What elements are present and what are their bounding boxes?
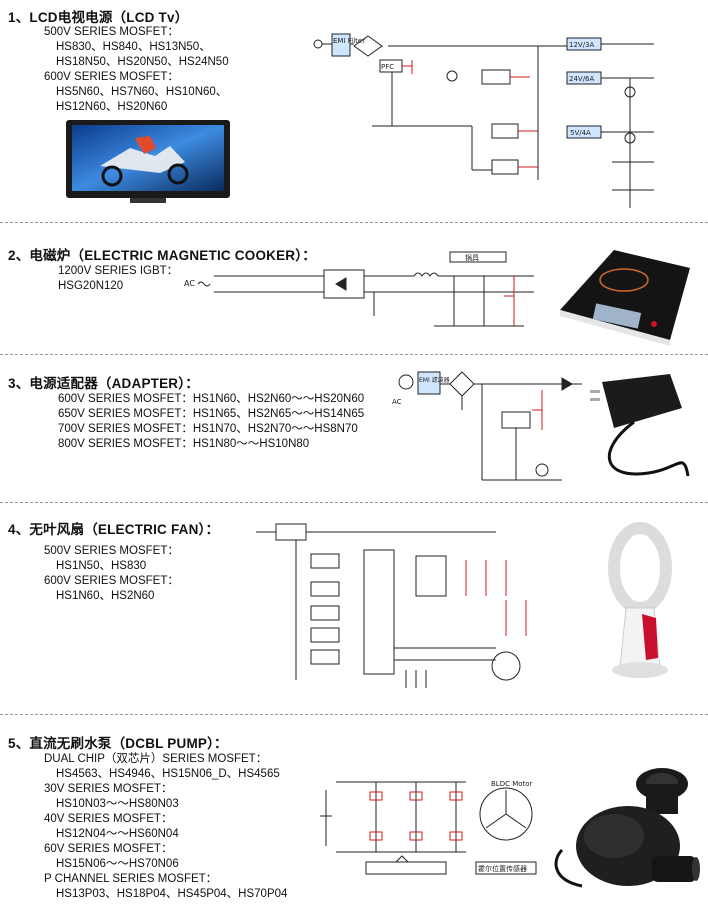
part-list: HS4563、HS4946、HS15N06_D、HS4565 xyxy=(56,768,280,780)
part-list: HS15N06～～HS70N06 xyxy=(56,858,179,870)
section-title: 4、无叶风扇（ELECTRIC FAN）： xyxy=(8,522,220,537)
dc-pump-image xyxy=(554,768,700,888)
part-list: HS830、HS840、HS13N50、 xyxy=(56,41,211,53)
bladeless-fan-image xyxy=(608,522,672,678)
series-heading: 600V SERIES MOSFET： xyxy=(44,71,179,83)
series-heading: 40V SERIES MOSFET： xyxy=(44,813,173,825)
ac-label: AC xyxy=(392,398,402,406)
series-heading: 600V SERIES MOSFET： xyxy=(44,575,179,587)
section-dcbl-pump: 5、直流无刷水泵（DCBL PUMP）： DUAL CHIP（双芯片）SERIE… xyxy=(0,714,708,911)
out-5v-label: 5V/4A xyxy=(570,129,591,137)
out-12v-label: 12V/3A xyxy=(569,41,595,49)
series-heading: 500V SERIES MOSFET： xyxy=(44,545,179,557)
adapter-schematic: AC EMI 滤波器 xyxy=(392,371,582,481)
fan-schematic xyxy=(256,523,527,688)
series-heading: DUAL CHIP（双芯片）SERIES MOSFET： xyxy=(44,753,268,765)
section-lcd-tv: 1、LCD电视电源（LCD Tv） 500V SERIES MOSFET： HS… xyxy=(0,0,708,220)
ac-label: AC xyxy=(184,279,195,288)
pfc-label: PFC xyxy=(381,63,394,71)
part-list: HS12N60、HS20N60 xyxy=(56,101,168,113)
part-list: HS5N60、HS7N60、HS10N60、 xyxy=(56,86,228,98)
pump-schematic: BLDC Motor 霍尔位置传感器 xyxy=(320,780,537,875)
part-list: HSG20N120 xyxy=(58,280,124,292)
part-list: 650V SERIES MOSFET：HS1N65、HS2N65～～HS14N6… xyxy=(58,408,365,420)
hall-sensor-label: 霍尔位置传感器 xyxy=(478,864,527,873)
cooker-schematic: AC 锅具 xyxy=(184,251,534,327)
section-title: 3、电源适配器（ADAPTER）： xyxy=(8,376,199,391)
part-list: 800V SERIES MOSFET：HS1N80～～HS10N80 xyxy=(58,438,310,450)
out-24v-label: 24V/6A xyxy=(569,75,595,83)
section-electric-fan: 4、无叶风扇（ELECTRIC FAN）： 500V SERIES MOSFET… xyxy=(0,502,708,712)
bldc-motor-label: BLDC Motor xyxy=(491,780,533,788)
part-list: HS1N50、HS830 xyxy=(56,560,147,572)
part-list: HS13P03、HS18P04、HS45P04、HS70P04 xyxy=(56,888,288,900)
section-divider xyxy=(0,222,708,223)
emi-filter-label: EMI 滤波器 xyxy=(419,376,450,384)
part-list: HS1N60、HS2N60 xyxy=(56,590,155,602)
lcd-tv-image xyxy=(66,120,230,203)
power-adapter-image xyxy=(590,374,690,477)
section-title: 1、LCD电视电源（LCD Tv） xyxy=(8,10,189,25)
series-heading: 500V SERIES MOSFET： xyxy=(44,26,179,38)
section-magnetic-cooker: 2、电磁炉（ELECTRIC MAGNETIC COOKER）： 1200V S… xyxy=(0,222,708,352)
section-title: 5、直流无刷水泵（DCBL PUMP）： xyxy=(8,736,228,751)
pot-label: 锅具 xyxy=(465,253,479,262)
section-divider xyxy=(0,714,708,715)
part-list: 700V SERIES MOSFET：HS1N70、HS2N70～～HS8N70 xyxy=(58,423,358,435)
series-heading: 1200V SERIES IGBT： xyxy=(58,265,179,277)
part-list: 600V SERIES MOSFET：HS1N60、HS2N60～～HS20N6… xyxy=(58,393,365,405)
series-heading: P CHANNEL SERIES MOSFET： xyxy=(44,873,218,885)
induction-cooker-image xyxy=(560,250,690,346)
series-heading: 30V SERIES MOSFET： xyxy=(44,783,173,795)
series-heading: 60V SERIES MOSFET： xyxy=(44,843,173,855)
lcd-power-schematic: EMI Filter PFC 12V/3A 24V/6A 5V/4A xyxy=(313,33,654,208)
part-list: HS10N03～～HS80N03 xyxy=(56,798,179,810)
part-list: HS12N04～～HS60N04 xyxy=(56,828,179,840)
emi-filter-label: EMI Filter xyxy=(333,37,365,45)
section-title: 2、电磁炉（ELECTRIC MAGNETIC COOKER）： xyxy=(8,248,316,263)
part-list: HS18N50、HS20N50、HS24N50 xyxy=(56,56,229,68)
section-adapter: 3、电源适配器（ADAPTER）： 600V SERIES MOSFET：HS1… xyxy=(0,354,708,500)
section-divider xyxy=(0,354,708,355)
section-divider xyxy=(0,502,708,503)
